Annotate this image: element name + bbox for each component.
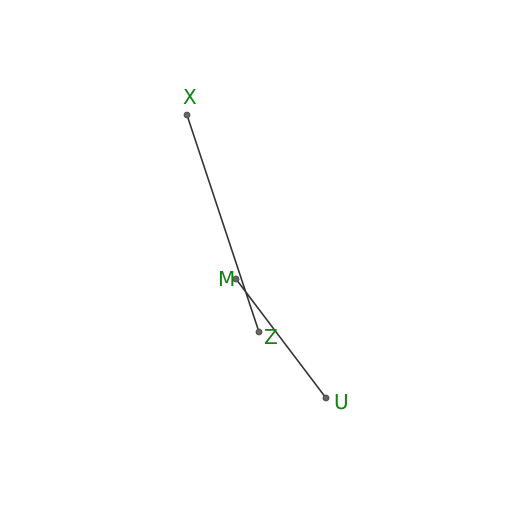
segment-m-u	[235, 278, 327, 399]
point-u[interactable]	[322, 394, 330, 402]
label-x: X	[183, 85, 197, 109]
point-m[interactable]	[232, 275, 240, 283]
label-z: Z	[264, 325, 278, 349]
segment-x-z	[186, 114, 260, 333]
label-m: M	[218, 267, 235, 291]
point-x[interactable]	[183, 111, 191, 119]
point-z[interactable]	[255, 328, 263, 336]
label-u: U	[334, 390, 349, 414]
